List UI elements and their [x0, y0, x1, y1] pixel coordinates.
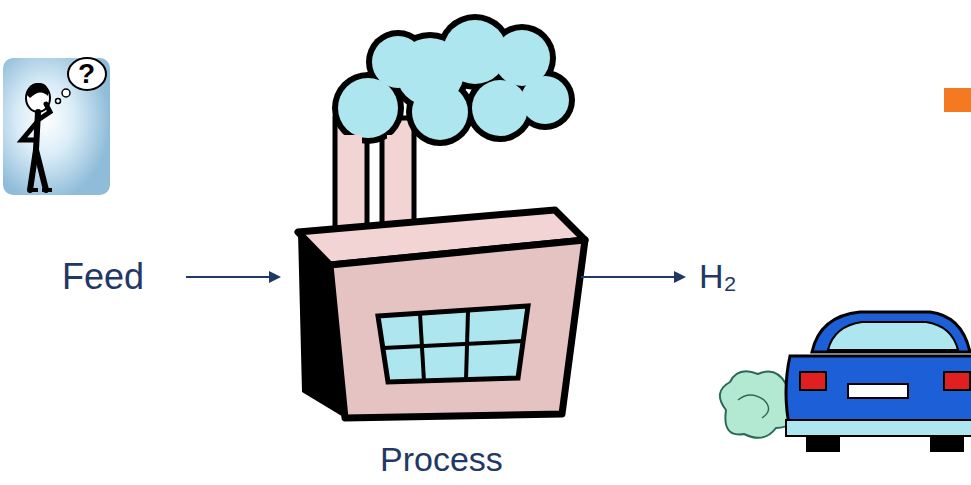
node-box: H₂ — [690, 240, 971, 455]
thinking-person-icon — [3, 58, 110, 195]
flow-arrow — [186, 271, 281, 283]
question-mark: ? — [78, 58, 95, 90]
bullet-square — [944, 88, 971, 112]
arrow-line — [581, 276, 676, 278]
node-label: H₂ — [699, 257, 737, 296]
arrow-line — [186, 276, 271, 278]
node-box: Process — [285, 10, 577, 483]
car-icon — [720, 312, 971, 452]
node-box: Feed — [0, 55, 182, 305]
flow-arrow — [581, 271, 686, 283]
node-label: Feed — [62, 256, 144, 297]
node-label: Process — [380, 440, 503, 479]
factory-icon — [298, 14, 585, 418]
arrow-head — [674, 271, 686, 283]
arrow-head — [269, 271, 281, 283]
